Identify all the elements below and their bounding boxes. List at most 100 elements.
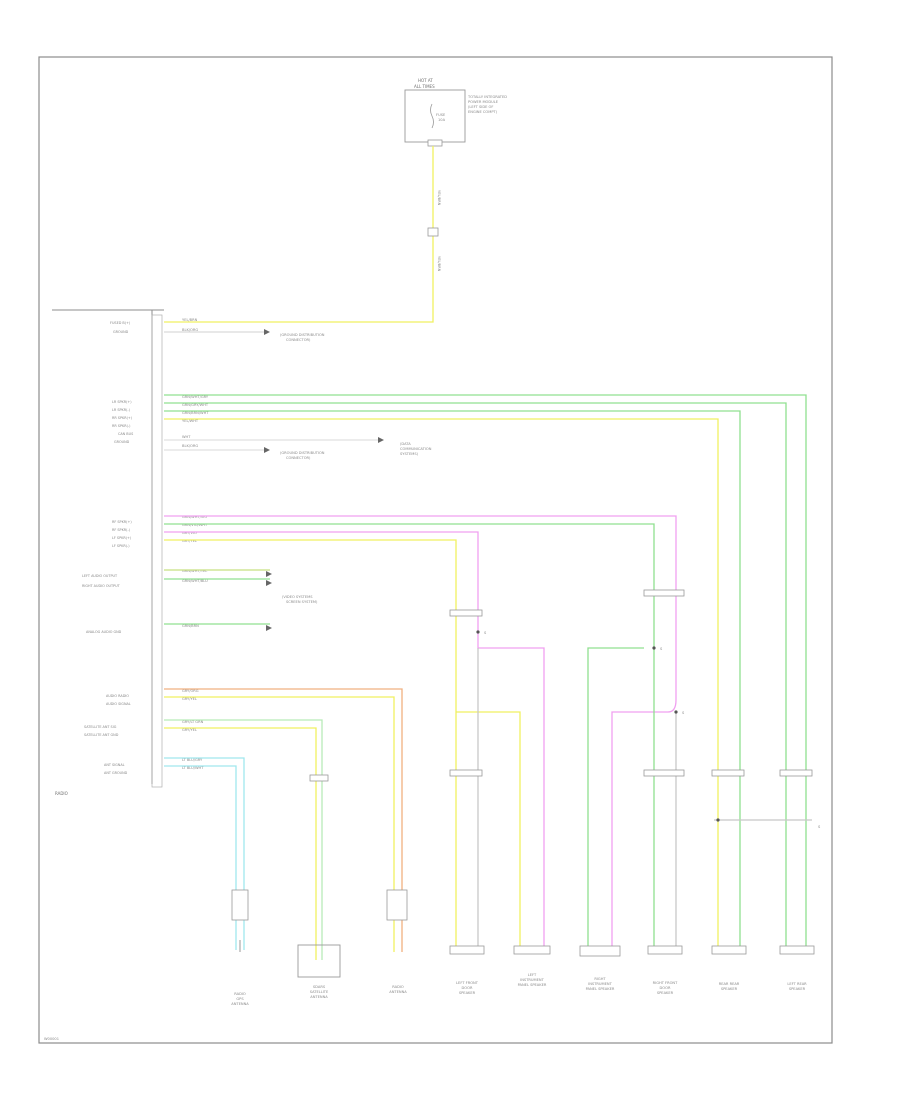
- pin-audio-signal: AUDIO SIGNAL: [106, 702, 131, 706]
- radio-label: RADIO: [55, 791, 68, 796]
- splice-3: [674, 710, 678, 714]
- ground-note-1-line-2: CONNECTOR): [286, 338, 311, 342]
- wire-code-fused-b-plus: YEL/BRN: [182, 318, 198, 322]
- fuse-block-note-2: POWER MODULE: [468, 100, 499, 104]
- left-ip-label-2: INSTRUMENT: [520, 978, 544, 982]
- rear-rear-label-2: SPEAKER: [721, 987, 738, 991]
- wire-lf-spkr-plus: [164, 531, 545, 952]
- pin-ground-1: GROUND: [113, 330, 129, 334]
- wire-code-feed-1: YEL/BRN: [437, 190, 441, 206]
- rf-door-label-3: SPEAKER: [657, 991, 674, 995]
- radio-pins-antenna: AUDIO RADIO AUDIO SIGNAL SATELLITE ANT S…: [84, 689, 204, 775]
- ground-arrow-2: [264, 447, 270, 453]
- pin-audio-radio: AUDIO RADIO: [106, 694, 129, 698]
- radio-pins-mid: LR SPKR(+) LR SPKR(-) RR SPKR(+) RR SPKR…: [112, 395, 432, 460]
- component-left-ip-speaker: LEFT INSTRUMENT PANEL SPEAKER: [513, 945, 551, 987]
- sdars-label-2: SATELLITE: [310, 990, 329, 994]
- wire-harness: [164, 394, 812, 960]
- wire-rf-spkr-plus: [164, 515, 677, 952]
- splice-label-1: S: [484, 631, 487, 635]
- gps-antenna-label-2: GPS: [236, 997, 244, 1001]
- ground-arrow-1: [264, 329, 270, 335]
- splice-label-2: S: [660, 647, 663, 651]
- wire-code-feed-2: YEL/BRN: [437, 256, 441, 272]
- splice-label-4: S: [818, 825, 821, 829]
- lf-door-label-1: LEFT FRONT: [456, 981, 479, 985]
- right-ip-label-1: RIGHT: [594, 977, 606, 981]
- wire-code-lr-minus: GRN/GRY/WHT: [182, 403, 209, 407]
- ground-note-1-line-1: (GROUND DISTRIBUTION: [280, 333, 325, 337]
- wire-code-lf-plus: GRY/VIO: [182, 531, 197, 535]
- wire-code-lf-minus: GRY/YEL: [182, 539, 197, 543]
- pin-rf-spkr-plus: RF SPKR(+): [112, 520, 132, 524]
- pin-satellite-ant-sig: SATELLITE ANT SIG: [84, 725, 117, 729]
- wire-rf-spkr-minus: [164, 523, 655, 952]
- pin-fused-b-plus: FUSED B(+): [110, 321, 131, 325]
- left-rear-label-2: SPEAKER: [789, 987, 806, 991]
- wire-satellite-ant-sig: [164, 719, 323, 960]
- wire-code-ground-1: BLK/ORG: [182, 328, 198, 332]
- inline-connectors: [309, 589, 813, 782]
- right-ip-label-2: INSTRUMENT: [588, 982, 612, 986]
- fuse-feed-wire: YEL/BRN YEL/BRN: [164, 146, 441, 323]
- component-gps-antenna: RADIO GPS ANTENNA: [231, 889, 249, 1006]
- radio-block: RADIO: [52, 309, 164, 796]
- ground-note-2-line-2: CONNECTOR): [286, 456, 311, 460]
- wire-code-right-audio: GRN/WHT/BLU: [182, 579, 208, 583]
- can-note-1: (DATA: [400, 442, 411, 446]
- wire-code-audio-signal: GRY/YEL: [182, 697, 197, 701]
- rear-rear-label-1: REAR REAR: [719, 982, 740, 986]
- wire-code-can: WHT: [182, 435, 191, 439]
- pin-ant-ground: ANT GROUND: [104, 771, 128, 775]
- wire-satellite-ant-gnd: [164, 727, 317, 960]
- wire-audio-signal: [164, 696, 395, 952]
- wire-lr-spkr-plus: [164, 394, 807, 952]
- fuse-symbol: [430, 103, 434, 129]
- wire-code-left-audio: GRN/WHT/YEL: [182, 569, 207, 573]
- fuse-block: HOT AT ALL TIMES TOTALLY INTEGRATED POWE…: [404, 78, 507, 147]
- sdars-label-3: ANTENNA: [310, 995, 328, 999]
- radio-antenna-label-2: ANTENNA: [389, 990, 407, 994]
- right-ip-label-3: PANEL SPEAKER: [586, 987, 615, 991]
- wire-code-rr-minus: YEL/WHT: [182, 419, 199, 423]
- feed-inline-connector: [427, 227, 439, 237]
- footer-code: W00001: [44, 1037, 59, 1041]
- can-note-2: COMMUNICATION: [400, 447, 432, 451]
- fuse-label-1: FUSE: [436, 113, 446, 117]
- left-ip-label-1: LEFT: [528, 973, 537, 977]
- pin-lr-spkr-plus: LR SPKR(+): [112, 400, 132, 404]
- pin-ground-2: GROUND: [114, 440, 130, 444]
- left-ip-label-3: PANEL SPEAKER: [518, 983, 547, 987]
- pin-left-audio-output: LEFT AUDIO OUTPUT: [82, 574, 118, 578]
- wire-code-sat-gnd: GRY/YEL: [182, 728, 197, 732]
- wire-rr-spkr-minus: [164, 418, 719, 952]
- component-left-rear-speaker: LEFT REAR SPEAKER: [779, 945, 815, 991]
- wire-code-rf-minus: GRN/VIO/WHT: [182, 523, 208, 527]
- pin-rr-spkr-plus: RR SPKR(+): [112, 416, 133, 420]
- pin-ant-signal: ANT SIGNAL: [104, 763, 125, 767]
- splice-4: [716, 818, 720, 822]
- wire-code-audio-radio: GRY/ORG: [182, 689, 199, 693]
- radio-pins-video: LEFT AUDIO OUTPUT RIGHT AUDIO OUTPUT GRN…: [82, 569, 318, 634]
- fuse-block-label-2: ALL TIMES: [414, 84, 435, 89]
- wire-lr-spkr-minus: [164, 402, 787, 952]
- gps-antenna-label-1: RADIO: [234, 992, 246, 996]
- wire-fused-b-plus: [164, 146, 434, 323]
- fuse-connector: [427, 139, 443, 147]
- lf-door-label-2: DOOR: [462, 986, 473, 990]
- wire-code-sat-sig: GRY/LT GRN: [182, 720, 204, 724]
- splice-label-3: S: [682, 711, 685, 715]
- video-note-1: (VIDEO SYSTEMS: [282, 595, 313, 599]
- sdars-label-1: SDARS: [313, 985, 326, 989]
- wire-code-lr-plus: GRN/WHT/GRY: [182, 395, 209, 399]
- gps-antenna-label-3: ANTENNA: [231, 1002, 249, 1006]
- pin-can-bus: CAN BUS: [118, 432, 133, 436]
- wire-lf-spkr-minus: [164, 539, 457, 952]
- fuse-block-note-3: (LEFT SIDE OF: [468, 105, 493, 109]
- pin-satellite-ant-gnd: SATELLITE ANT GND: [84, 733, 119, 737]
- pin-lr-spkr-minus: LR SPKR(-): [112, 408, 131, 412]
- wire-lf-branch: [456, 711, 521, 952]
- radio-outline: [52, 309, 153, 784]
- video-note-2: SCREEN SYSTEM): [286, 600, 318, 604]
